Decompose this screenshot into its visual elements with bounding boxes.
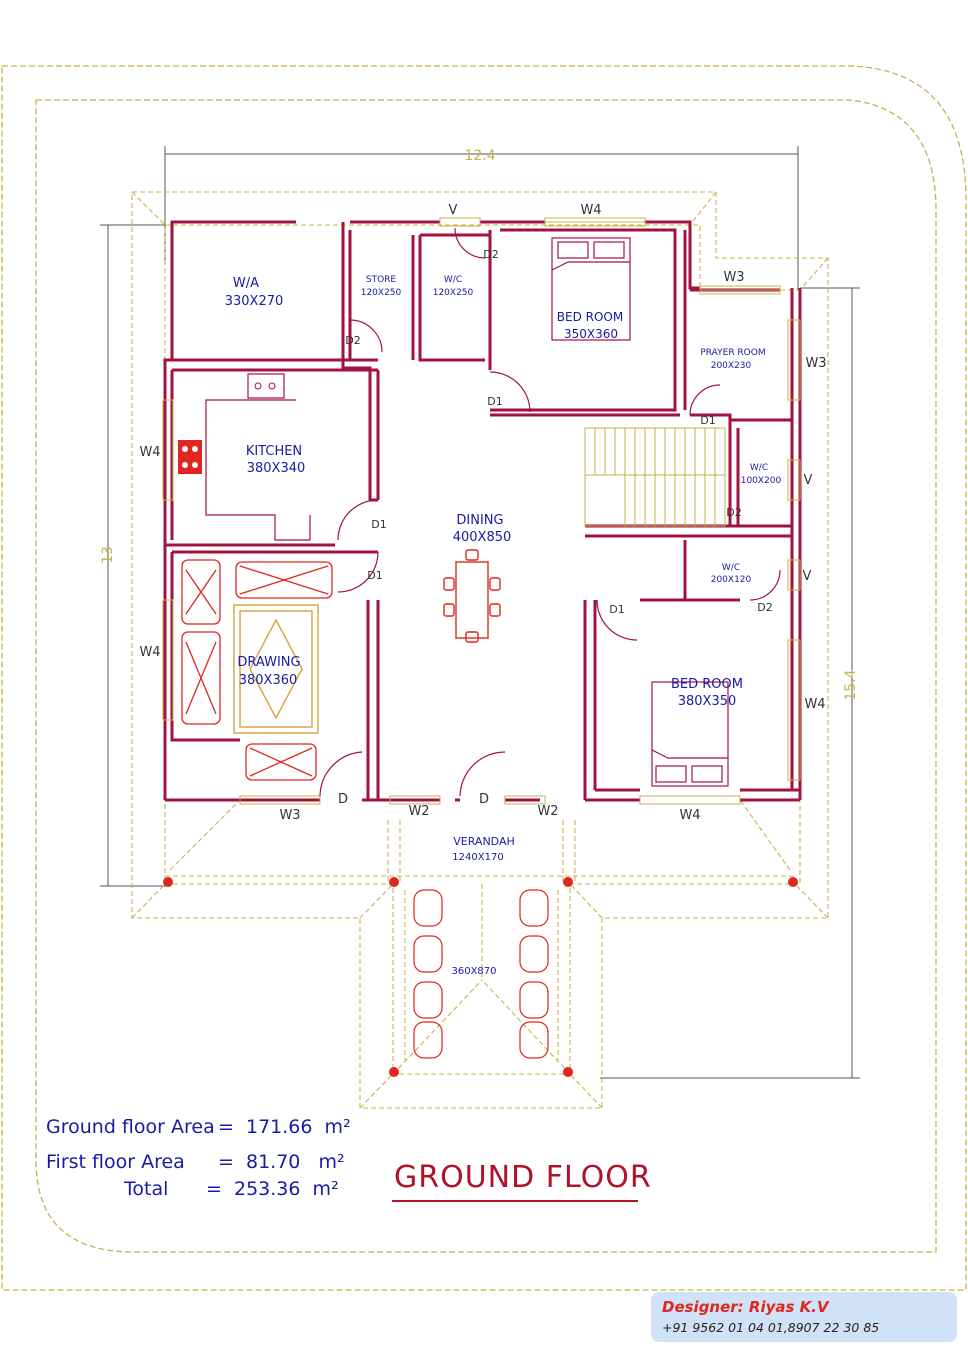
- dimension-lines: [100, 146, 860, 1079]
- designer-name: Designer: Riyas K.V: [662, 1298, 829, 1316]
- w3-label: W3: [723, 270, 744, 285]
- wc1-name: W/C: [444, 275, 462, 285]
- page-title: GROUND FLOOR: [394, 1160, 652, 1195]
- d1-label: D1: [487, 395, 502, 408]
- d2-label: D2: [483, 248, 498, 261]
- bed-2-icon: [651, 681, 729, 787]
- dining-name: DINING: [456, 513, 503, 528]
- first-area-value: = 81.70 m²: [218, 1151, 345, 1173]
- w3-label: W3: [805, 356, 826, 371]
- v-label: V: [803, 569, 812, 584]
- store-name: STORE: [366, 275, 397, 285]
- bed1-size: 350X360: [564, 327, 618, 341]
- columns: [163, 877, 798, 1077]
- drawing-size: 380X360: [239, 673, 298, 688]
- verandah-name: VERANDAH: [453, 835, 515, 848]
- bed-1-icon: [551, 237, 631, 341]
- porch-size: 360X870: [451, 966, 496, 977]
- plot-boundary: [1, 65, 967, 1291]
- drawing-name: DRAWING: [237, 655, 300, 670]
- w3-label: W3: [279, 808, 300, 823]
- bed1-name: BED ROOM: [557, 310, 623, 324]
- wc1-size: 120X250: [433, 288, 474, 298]
- wa-name: W/A: [233, 276, 259, 291]
- first-area-label: First floor Area: [46, 1151, 185, 1173]
- d1-label: D1: [700, 414, 715, 427]
- carpet-icon: [233, 604, 319, 734]
- door-swings: [319, 227, 781, 797]
- wc2-size: 100X200: [741, 476, 782, 486]
- bed2-name: BED ROOM: [671, 677, 743, 692]
- w4-label: W4: [679, 808, 700, 823]
- dim-depth-right: 15.4: [843, 669, 859, 700]
- wc3-size: 200X120: [711, 575, 752, 585]
- d1-label: D1: [367, 569, 382, 582]
- ground-area-value: = 171.66 m²: [218, 1116, 351, 1138]
- dim-depth-left: 13: [100, 546, 116, 564]
- v-label: V: [804, 473, 813, 488]
- kitchen-name: KITCHEN: [246, 444, 302, 459]
- title-underline: [392, 1200, 638, 1202]
- w2-label: W2: [537, 804, 558, 819]
- wc3-name: W/C: [722, 563, 740, 573]
- d2-label: D2: [757, 601, 772, 614]
- designer-phone: +91 9562 01 04 01,8907 22 30 85: [662, 1320, 880, 1335]
- kitchen-size: 380X340: [247, 461, 306, 476]
- w2-label: W2: [408, 804, 429, 819]
- porch-seating-icon: [413, 889, 549, 1059]
- staircase: [584, 427, 726, 527]
- d1-label: D1: [371, 518, 386, 531]
- dining-size: 400X850: [453, 530, 512, 545]
- d2-label: D2: [726, 506, 741, 519]
- store-size: 120X250: [361, 288, 402, 298]
- d-label: D: [479, 792, 489, 807]
- d2-label: D2: [345, 334, 360, 347]
- prayer-name: PRAYER ROOM: [700, 348, 765, 358]
- v-label: V: [449, 203, 458, 218]
- verandah-size: 1240X170: [452, 852, 503, 863]
- d-label: D: [338, 792, 348, 807]
- wc2-name: W/C: [750, 463, 768, 473]
- bed2-size: 380X350: [678, 694, 737, 709]
- kitchen-fixtures: [178, 373, 311, 541]
- dim-width: 12.4: [464, 148, 495, 164]
- w4-label: W4: [139, 645, 160, 660]
- w4-label: W4: [804, 697, 825, 712]
- d1-label: D1: [609, 603, 624, 616]
- total-area-label: Total: [124, 1178, 169, 1200]
- w4-label: W4: [139, 445, 160, 460]
- w4-label: W4: [580, 203, 601, 218]
- wa-size: 330X270: [225, 294, 284, 309]
- designer-badge: Designer: Riyas K.V +91 9562 01 04 01,89…: [651, 1292, 957, 1342]
- sofa-set-icon: [181, 559, 333, 781]
- prayer-size: 200X230: [711, 361, 752, 371]
- total-area-value: = 253.36 m²: [206, 1178, 339, 1200]
- ground-area-label: Ground floor Area: [46, 1116, 215, 1138]
- dining-table-icon: [443, 549, 501, 643]
- windows: [162, 217, 801, 805]
